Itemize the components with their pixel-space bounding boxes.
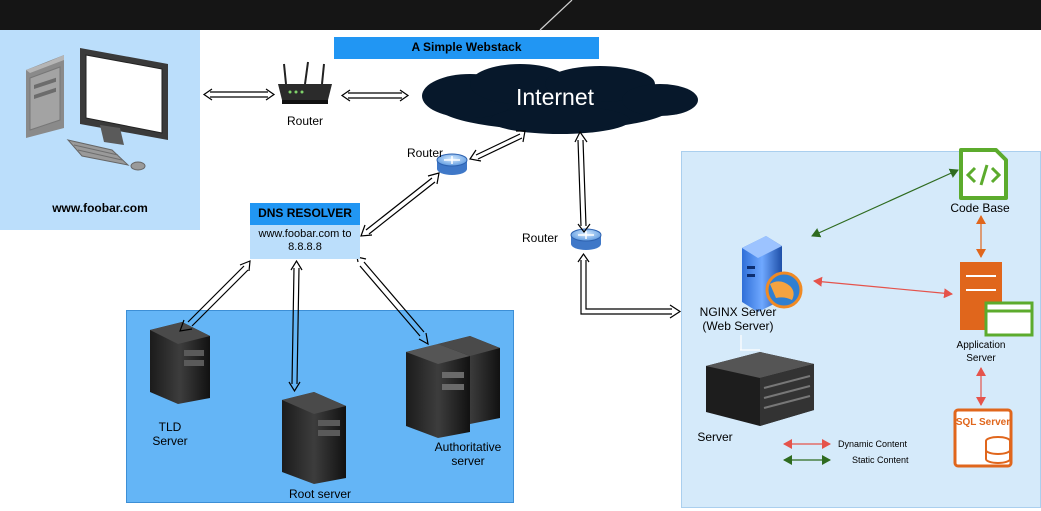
legend-static-label: Static Content (852, 455, 909, 465)
diagram-title: A Simple Webstack (411, 40, 522, 54)
server-tower-icon (282, 392, 346, 484)
server-tower-icon (406, 336, 500, 438)
router-icon (436, 153, 468, 175)
web-server-globe-icon (742, 236, 803, 312)
app-server-label: Application Server (956, 340, 1006, 364)
codebase-nginx-arrow (811, 168, 959, 238)
dns-router-label: Router (406, 146, 444, 160)
top-bar (0, 0, 1041, 30)
dns-resolver-header (250, 203, 360, 225)
home-router-label: Router (286, 114, 324, 128)
nginx-app-arrow (813, 276, 953, 299)
cloud-icon (422, 64, 698, 134)
rack-server-icon (706, 352, 814, 426)
title-banner (334, 37, 599, 59)
dns-resolver-title: DNS RESOLVER (258, 206, 352, 220)
authoritative-server-label: Authoritative server (434, 440, 502, 468)
dns-resolver-body (250, 225, 360, 259)
legend-dynamic-label: Dynamic Content (838, 439, 908, 449)
dns-resolver-mapping: www.foobar.com to 8.8.8.8 (258, 228, 352, 253)
router-icon (278, 61, 332, 104)
server-tower-icon (150, 322, 210, 404)
sql-server-label: SQL Server (955, 417, 1011, 428)
nginx-server-label: NGINX Server (Web Server) (699, 305, 777, 333)
router-icon (570, 228, 602, 250)
root-server-label: Root server (288, 487, 352, 501)
client-domain-label: www.foobar.com (52, 201, 148, 215)
sql-database-icon (953, 408, 1013, 468)
network-connectors (179, 88, 682, 393)
code-file-icon (959, 148, 1008, 200)
desktop-computer-icon (26, 48, 168, 171)
internet-label: Internet (516, 84, 594, 110)
topbar-line (539, 0, 573, 31)
application-server-icon (960, 262, 1034, 337)
code-base-label: Code Base (950, 201, 1010, 215)
server-router-label: Router (521, 231, 559, 245)
rack-server-label: Server (697, 430, 733, 444)
tld-server-label: TLD Server (152, 420, 188, 448)
